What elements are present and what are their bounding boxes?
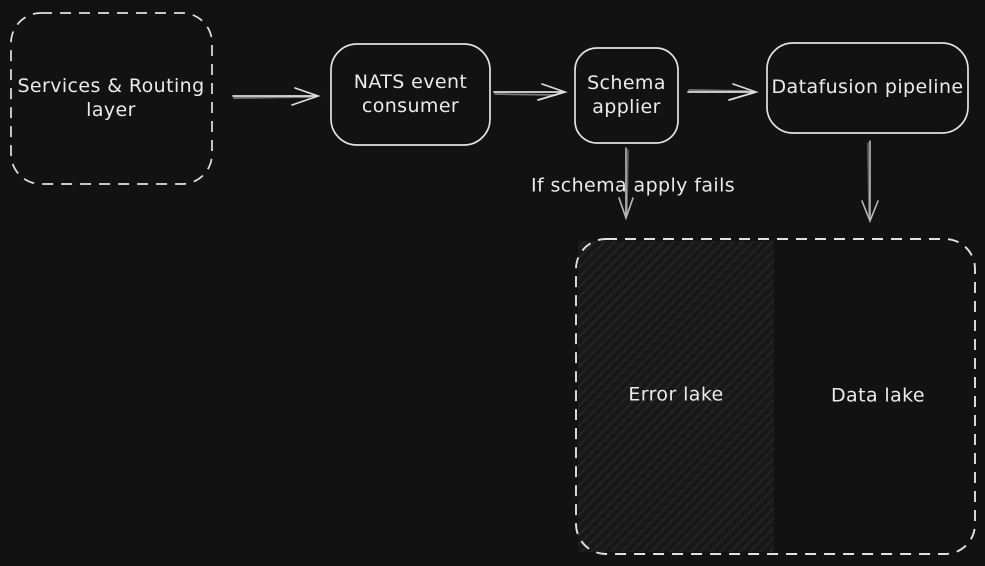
services-routing-label: Services & Routing layer [17, 75, 205, 121]
edge-schema-to-error-lake-arrow [618, 147, 634, 221]
datafusion-pipeline-box [766, 42, 969, 134]
nats-consumer-box [330, 43, 491, 146]
error-lake-region [578, 241, 774, 552]
edge-schema-to-datafusion-arrow [687, 83, 759, 101]
edge-nats-to-schema-arrow [493, 83, 568, 101]
error-lake-label: Error lake [628, 383, 724, 406]
edge-services-to-nats-arrow [232, 87, 321, 106]
schema-applier-label: Schema applier [587, 72, 666, 118]
data-lake-label: Data lake [831, 384, 925, 407]
nats-consumer-label: NATS event consumer [353, 71, 468, 117]
edge-datafusion-to-data-lake-arrow [861, 140, 879, 224]
schema-fail-edge-label: If schema apply fails [530, 174, 736, 197]
services-routing-box [10, 12, 213, 185]
lakes-container-box [575, 238, 976, 555]
schema-applier-box [574, 47, 679, 144]
datafusion-pipeline-label: Datafusion pipeline [771, 76, 964, 99]
